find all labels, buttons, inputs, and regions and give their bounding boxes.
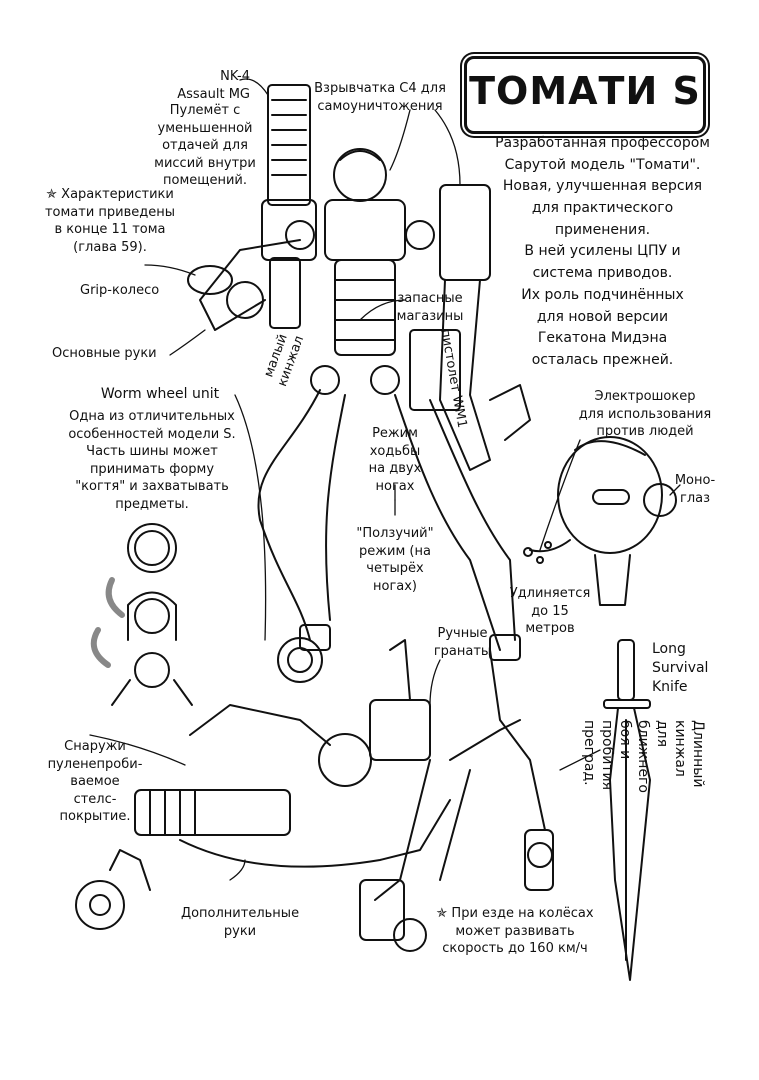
label-worm-title: Worm wheel unit <box>100 386 220 402</box>
label-speed: ✯ При езде на колёсах может развивать ск… <box>436 906 594 957</box>
label-mg-desc: Пулемёт с уменьшенной отдачей для миссий… <box>154 103 256 189</box>
label-c4: Взрывчатка С4 для самоуничтожения <box>314 81 446 114</box>
label-grenades: Ручные гранаты <box>433 626 492 659</box>
right-arm <box>409 184 531 471</box>
description-text: Разработанная профессором Сарутой модель… <box>495 135 710 368</box>
label-knife: Long Survival Knife <box>652 641 709 695</box>
label-extends: Удлиняется до 15 метров <box>509 586 591 637</box>
robot-crawl-mode <box>75 639 554 952</box>
page-title: ТОМАТИ S <box>469 69 701 113</box>
leader-arrows <box>89 78 681 881</box>
label-stealth: Снаружи пуленепроби- ваемое стелс- покры… <box>47 739 143 825</box>
label-main-arms: Основные руки <box>52 346 157 361</box>
label-knife-desc: Длинный кинжал для ближнего боя и пробит… <box>580 720 706 793</box>
machine-gun-icon <box>261 84 317 329</box>
label-grip: Grip-колесо <box>80 283 160 298</box>
robot-legs <box>257 389 521 683</box>
label-nk4: NK-4 Assault MG <box>177 69 250 102</box>
label-spare-mags: запасные магазины <box>396 291 464 324</box>
worm-wheel-diagrams <box>90 523 193 706</box>
label-shocker: Электрошокер для использования против лю… <box>578 389 712 440</box>
monoeye-head <box>523 436 677 606</box>
label-worm-desc: Одна из отличительных особенностей модел… <box>68 409 236 512</box>
robot-torso <box>285 148 435 395</box>
label-crawl-mode: "Ползучий" режим (на четырёх ногах) <box>356 526 434 594</box>
title-box: ТОМАТИ S <box>464 56 706 134</box>
label-monoeye: Моно- глаз <box>674 473 716 506</box>
grip-wheel-arm <box>187 239 301 331</box>
label-walk-mode: Режим ходьбы на двух ногах <box>368 426 422 494</box>
knife-icon <box>603 639 651 981</box>
label-extra-arms: Дополнительные руки <box>180 906 300 939</box>
label-specs: ✯ Характеристики томати приведены в конц… <box>44 187 176 255</box>
